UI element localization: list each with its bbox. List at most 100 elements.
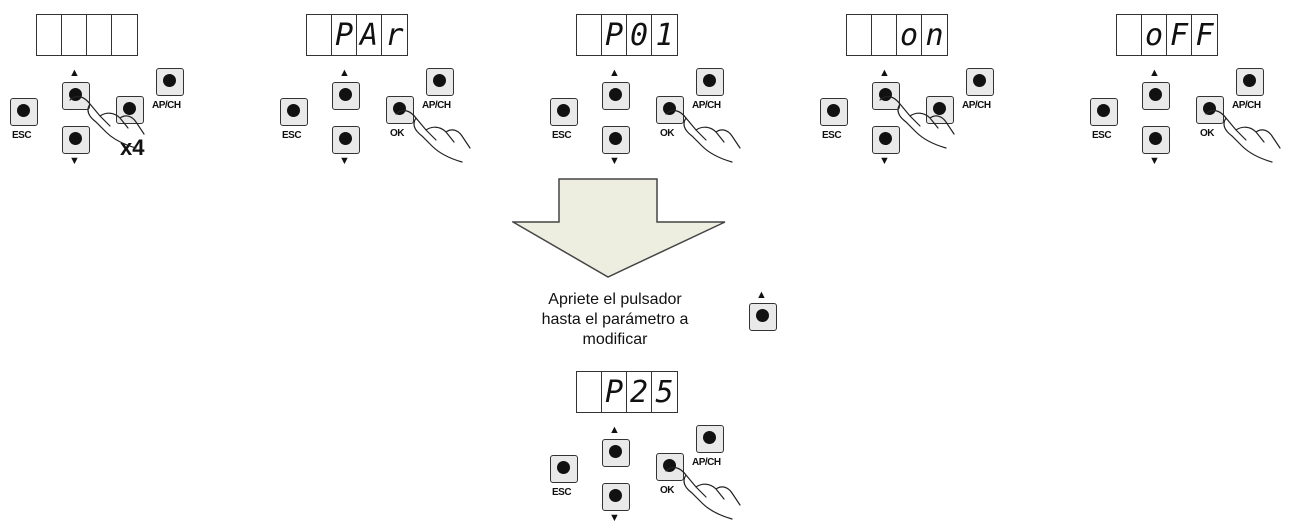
ap-ch-button[interactable] (426, 68, 454, 96)
up-button-icon (749, 303, 777, 331)
lcd-digit: A (357, 15, 382, 55)
up-arrow-icon: ▲ (1149, 67, 1160, 79)
esc-button[interactable] (550, 455, 578, 483)
down-arrow-icon: ▼ (69, 155, 80, 167)
down-button[interactable] (872, 126, 900, 154)
ok-button[interactable] (926, 96, 954, 124)
down-button[interactable] (332, 126, 360, 154)
up-arrow-icon: ▲ (879, 67, 890, 79)
lcd-digit: F (1195, 17, 1214, 53)
ap-ch-button[interactable] (696, 425, 724, 453)
esc-label: ESC (822, 130, 842, 141)
esc-label: ESC (552, 130, 572, 141)
lcd-digit (112, 15, 137, 55)
ok-label: OK (660, 485, 675, 496)
lcd-digit (37, 15, 62, 55)
ok-button[interactable] (1196, 96, 1224, 124)
up-arrow-icon: ▲ (339, 67, 350, 79)
instruction-text: Apriete el pulsador hasta el parámetro a… (541, 291, 689, 348)
esc-label: ESC (282, 130, 302, 141)
lcd-digit: P (602, 15, 627, 55)
ok-button[interactable] (386, 96, 414, 124)
lcd-digit: P (332, 15, 357, 55)
lcd-digit (62, 15, 87, 55)
press-count-label: x4 (120, 135, 145, 160)
down-button[interactable] (1142, 126, 1170, 154)
lcd-digit: 1 (655, 17, 674, 53)
up-button[interactable] (602, 82, 630, 110)
lcd-digit (87, 15, 112, 55)
down-arrow-icon: ▼ (609, 512, 620, 524)
ok-button[interactable] (116, 96, 144, 124)
lcd-digit (1117, 15, 1142, 55)
lcd-display (36, 14, 138, 56)
ap-ch-label: AP/CH (152, 100, 181, 111)
ok-button[interactable] (656, 453, 684, 481)
lcd-digit: F (1167, 15, 1192, 55)
lcd-digit: 0 (627, 15, 652, 55)
lcd-digit: P (602, 372, 627, 412)
ap-ch-button[interactable] (696, 68, 724, 96)
ap-ch-label: AP/CH (692, 100, 721, 111)
esc-button[interactable] (1090, 98, 1118, 126)
ap-ch-button[interactable] (156, 68, 184, 96)
up-arrow-icon: ▲ (69, 67, 80, 79)
ok-button[interactable] (656, 96, 684, 124)
up-button[interactable] (872, 82, 900, 110)
down-button[interactable] (62, 126, 90, 154)
step-1-panel: ESC ▲ ▼ AP/CH x4 (0, 0, 210, 175)
down-arrow-icon: ▼ (339, 155, 350, 167)
lcd-digit: r (385, 17, 404, 53)
esc-button[interactable] (280, 98, 308, 126)
esc-button[interactable] (550, 98, 578, 126)
down-button[interactable] (602, 483, 630, 511)
lcd-digit (307, 15, 332, 55)
down-button[interactable] (602, 126, 630, 154)
esc-label: ESC (12, 130, 32, 141)
up-button[interactable] (1142, 82, 1170, 110)
ap-ch-label: AP/CH (422, 100, 451, 111)
up-arrow-icon: ▲ (609, 67, 620, 79)
down-arrow-icon: ▼ (609, 155, 620, 167)
up-button[interactable] (62, 82, 90, 110)
ap-ch-button[interactable] (1236, 68, 1264, 96)
esc-button[interactable] (820, 98, 848, 126)
ok-label: OK (660, 128, 675, 139)
ok-label: OK (390, 128, 405, 139)
lcd-digit (577, 372, 602, 412)
ap-ch-label: AP/CH (692, 457, 721, 468)
ap-ch-label: AP/CH (962, 100, 991, 111)
esc-button[interactable] (10, 98, 38, 126)
lcd-digit: n (925, 17, 944, 53)
up-arrow-icon: ▲ (609, 424, 620, 436)
ap-ch-label: AP/CH (1232, 100, 1261, 111)
lcd-digit: o (1142, 15, 1167, 55)
lcd-digit: 2 (627, 372, 652, 412)
lcd-digit (847, 15, 872, 55)
up-button-reference: ▲ (747, 290, 781, 334)
up-arrow-icon: ▲ (756, 289, 767, 301)
lcd-digit: 5 (655, 374, 674, 410)
down-arrow-icon: ▼ (1149, 155, 1160, 167)
lcd-digit: o (897, 15, 922, 55)
ok-label: OK (1200, 128, 1215, 139)
lcd-digit (872, 15, 897, 55)
lcd-digit (577, 15, 602, 55)
esc-label: ESC (552, 487, 572, 498)
esc-label: ESC (1092, 130, 1112, 141)
down-arrow-icon (512, 178, 726, 278)
up-button[interactable] (332, 82, 360, 110)
down-arrow-icon: ▼ (879, 155, 890, 167)
ap-ch-button[interactable] (966, 68, 994, 96)
up-button[interactable] (602, 439, 630, 467)
